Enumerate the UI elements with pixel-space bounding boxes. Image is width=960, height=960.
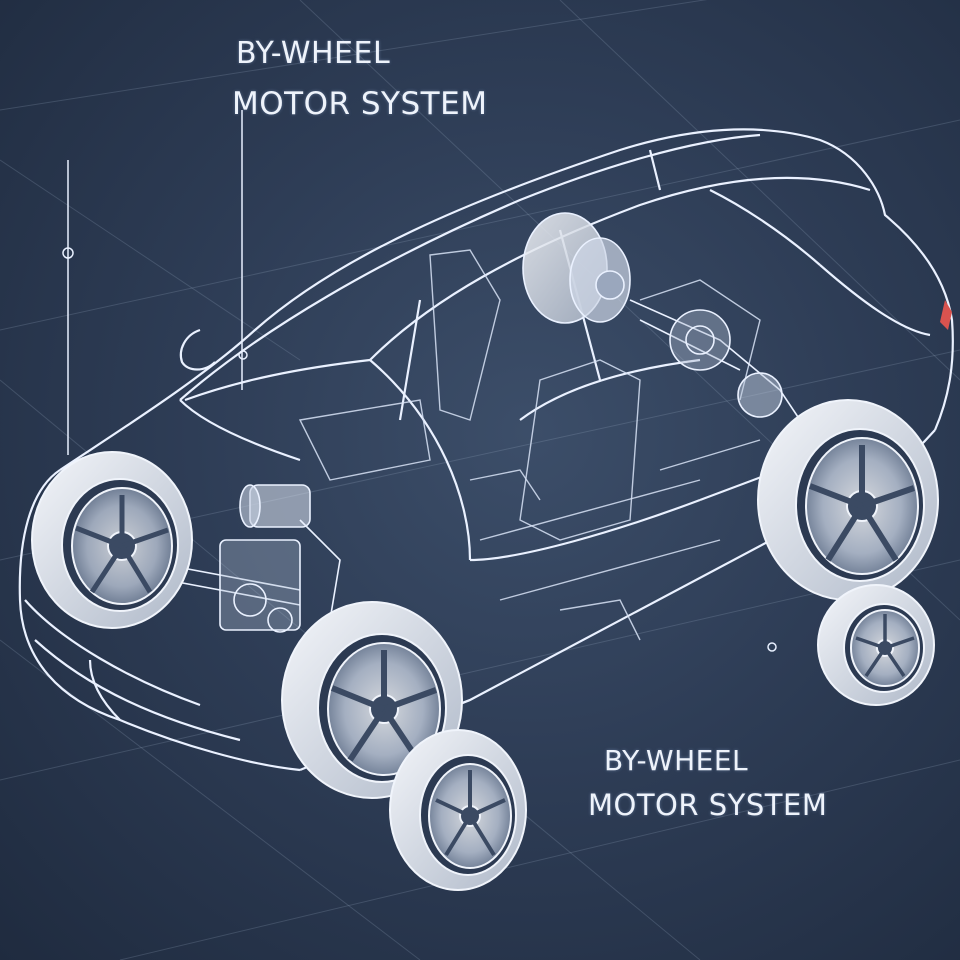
front-motor-assembly [139, 484, 341, 633]
top-label-line1: BY-WHEEL [236, 36, 391, 71]
taillight [940, 300, 952, 330]
wheel-front-right [281, 601, 463, 799]
car-interior [298, 249, 761, 641]
bottom-label-line1: BY-WHEEL [604, 744, 749, 777]
wheel-front-left [31, 451, 193, 629]
rear-motor-assembly [522, 212, 801, 421]
wheel-detached-rear [817, 584, 935, 706]
wheel-rear-right [757, 399, 939, 601]
wheel-detached-front [389, 729, 527, 891]
bottom-label-line2: MOTOR SYSTEM [588, 788, 828, 822]
top-label-line2: MOTOR SYSTEM [232, 86, 488, 122]
